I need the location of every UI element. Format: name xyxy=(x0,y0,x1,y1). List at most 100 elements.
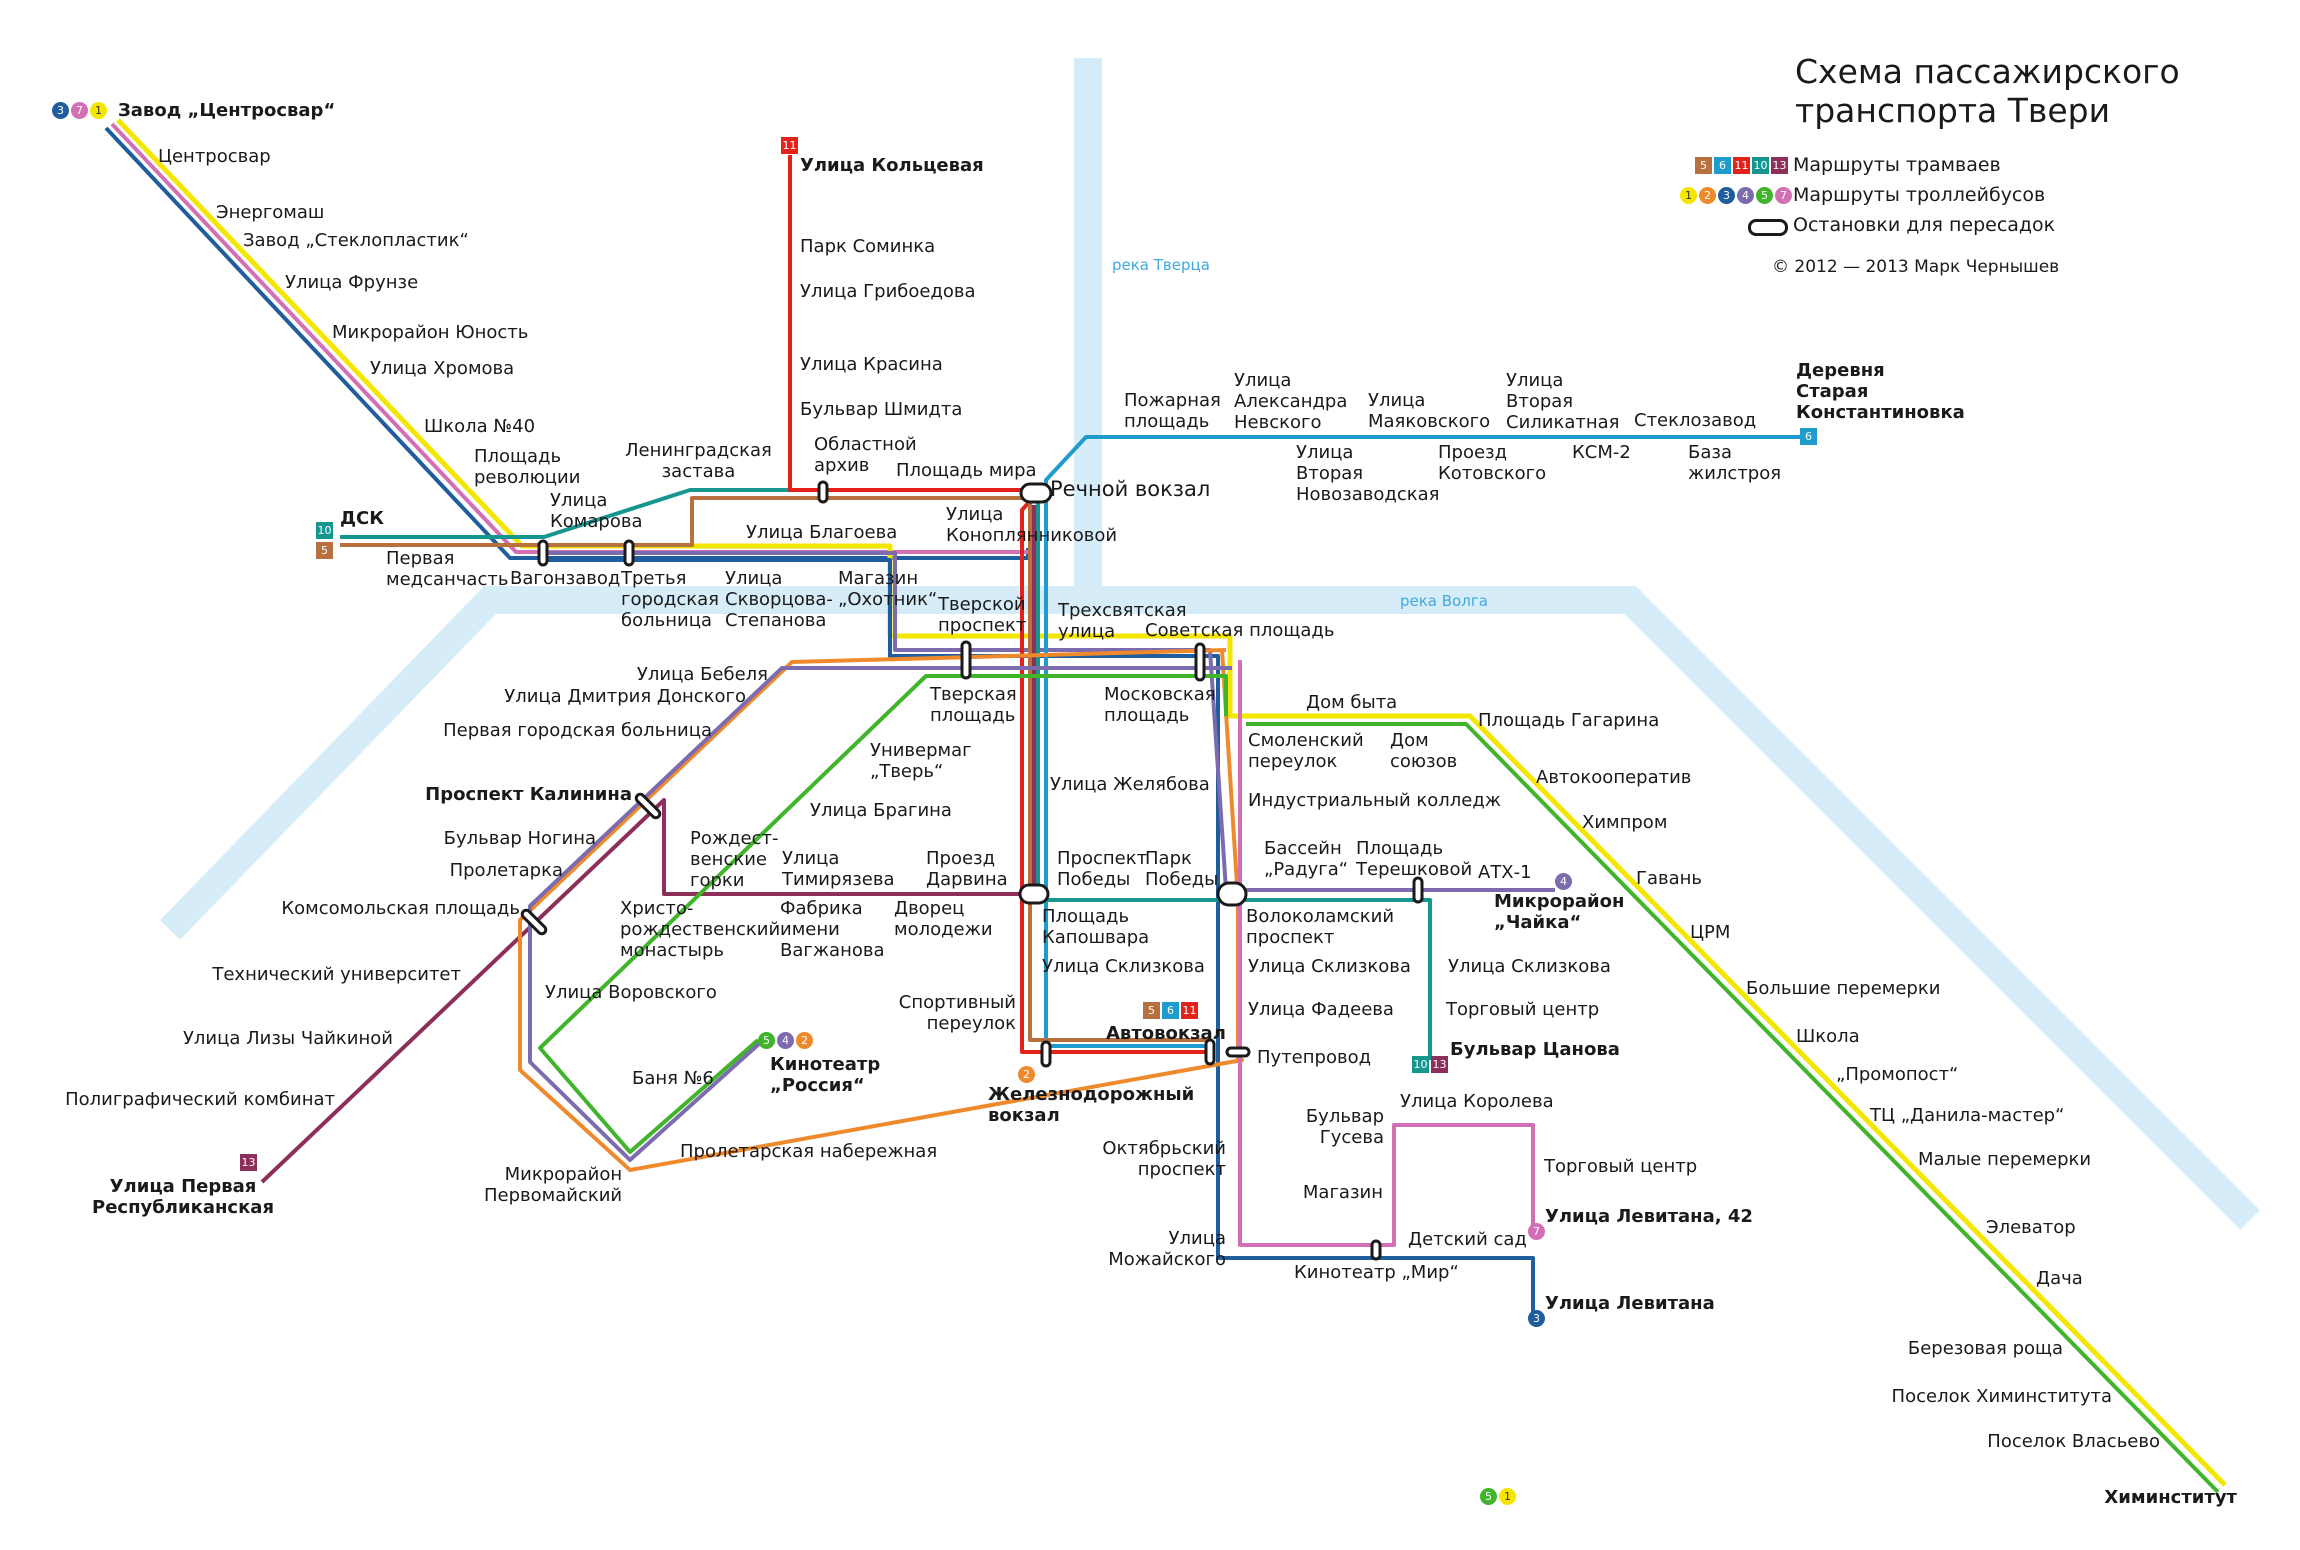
stop-promopost: „Промопост“ xyxy=(1836,1064,1959,1085)
transfer-puteprovod[interactable] xyxy=(1204,1038,1216,1066)
transfer-komarova[interactable] xyxy=(623,539,635,567)
stop-kotovskogo: Проезд Котовского xyxy=(1438,442,1547,484)
stop-ohotnik: Магазин „Охотник“ xyxy=(838,568,938,610)
stop-magazin: Магазин xyxy=(1302,1182,1383,1203)
transfer-vagonzavod[interactable] xyxy=(537,539,549,567)
stop-torg-center2: Торговый центр xyxy=(1544,1156,1698,1177)
stop-vagonzavod: Вагонзавод xyxy=(510,568,621,589)
legend-tram-11: 11 xyxy=(1733,157,1750,174)
stop-mozhaiskogo: Улица Можайского xyxy=(1108,1228,1226,1270)
stop-shkola: Школа xyxy=(1796,1026,1860,1047)
stop-elevator: Элеватор xyxy=(1986,1217,2076,1238)
badge-7: 7 xyxy=(1528,1223,1545,1240)
transfer-rechnoi-vokzal[interactable] xyxy=(1019,482,1053,504)
stop-park-pobedy: Парк Победы xyxy=(1145,848,1219,890)
stop-baza: База жилстроя xyxy=(1688,442,1782,484)
stop-kino-rossiya: Кинотеатр „Россия“ xyxy=(770,1054,881,1096)
stop-komarova: Улица Комарова xyxy=(550,490,643,532)
stop-dom-byta: Дом быта xyxy=(1306,692,1398,713)
stop-rozhd: Рождест- венские горки xyxy=(690,828,779,891)
stop-univermag: Универмаг „Тверь“ xyxy=(870,740,972,782)
transfer-tereshkovoy[interactable] xyxy=(1412,876,1424,904)
legend-tram-13: 13 xyxy=(1771,157,1788,174)
stop-vorovskogo: Улица Воровского xyxy=(545,982,717,1003)
transfer-tversk-prosp[interactable] xyxy=(960,640,972,680)
transfer-kino-mir[interactable] xyxy=(1370,1239,1382,1261)
stop-levitana: Улица Левитана xyxy=(1545,1293,1715,1314)
route-trol-4 xyxy=(548,551,1555,892)
stop-smolensky: Смоленский переулок xyxy=(1248,730,1364,772)
stop-avtokoop: Автокооператив xyxy=(1536,767,1692,788)
transfer-moskovskaya[interactable] xyxy=(1194,642,1206,682)
stop-oktyabrsky: Октябрьский проспект xyxy=(1102,1138,1226,1180)
transfer-komsomol[interactable] xyxy=(520,908,548,936)
stop-koltsevaya: Улица Кольцевая xyxy=(800,155,984,176)
stop-b-peremerki: Большие перемерки xyxy=(1746,978,1941,999)
legend-tram-10: 10 xyxy=(1752,157,1769,174)
stop-gavan: Гавань xyxy=(1636,868,1703,889)
route-trol-7b xyxy=(1238,660,1535,1247)
stop-pozharnaya: Пожарная площадь xyxy=(1124,390,1221,432)
badge-13: 13 xyxy=(1431,1056,1448,1073)
map-title: Схема пассажирского транспорта Твери xyxy=(1795,52,2180,130)
transfer-puteprovod-2[interactable] xyxy=(1225,1046,1251,1058)
stop-konoplyan: Улица Коноплянниковой xyxy=(946,504,1118,546)
badge-6: 6 xyxy=(1162,1002,1179,1019)
stop-berez: Березовая роща xyxy=(1907,1338,2063,1359)
stop-timiryazeva: Улица Тимирязева xyxy=(782,848,895,890)
stop-skvortsova: Улица Скворцова- Степанова xyxy=(725,568,833,631)
stop-steklozavod: Стеклозавод xyxy=(1634,410,1757,431)
route-tram-5b xyxy=(1028,498,1208,1042)
legend-tram-6: 6 xyxy=(1714,157,1731,174)
stop-basseyn: Бассейн „Радуга“ xyxy=(1264,838,1349,880)
legend-trol-7: 7 xyxy=(1775,187,1792,204)
transfer-obl-arhiv[interactable] xyxy=(817,480,829,504)
stop-vlasevo: Поселок Власьево xyxy=(1987,1431,2160,1452)
badge-5: 5 xyxy=(1143,1002,1160,1019)
legend-trol-5: 5 xyxy=(1756,187,1773,204)
stop-moskovskaya: Московская площадь xyxy=(1104,684,1216,726)
badge-koltsevaya: 11 xyxy=(781,137,798,154)
badge-4: 4 xyxy=(1555,873,1572,890)
legend-trol-1: 1 xyxy=(1680,187,1697,204)
badge-chaika: 4 xyxy=(1555,873,1572,890)
badge-6: 6 xyxy=(1800,428,1817,445)
stop-chaikinoi: Улица Лизы Чайкиной xyxy=(182,1028,393,1049)
rivers xyxy=(159,58,2260,1230)
badge-1: 1 xyxy=(90,102,107,119)
stop-atx1: АТХ-1 xyxy=(1478,862,1532,883)
badge-5: 5 xyxy=(316,542,333,559)
stop-himinst: Химинститут xyxy=(2104,1487,2237,1508)
stop-bebelya: Улица Бебеля xyxy=(636,664,768,685)
stop-m-peremerki: Малые перемерки xyxy=(1918,1149,2092,1170)
route-trol-3b xyxy=(548,558,1535,1320)
transfer-prosp-kalinina[interactable] xyxy=(634,792,662,820)
transfer-avtovokzal[interactable] xyxy=(1040,1040,1052,1068)
stop-blagoeva: Улица Благоева xyxy=(746,522,898,543)
badge-1: 1 xyxy=(1499,1488,1516,1505)
stop-hromova: Улица Хромова xyxy=(370,358,515,379)
transfer-volokolamsky[interactable] xyxy=(1216,881,1248,907)
badge-7: 7 xyxy=(71,102,88,119)
stop-sklizkova1: Улица Склизкова xyxy=(1042,956,1205,977)
stop-zhd-vokzal: Железнодорожный вокзал xyxy=(988,1084,1195,1126)
badge-3: 3 xyxy=(1528,1310,1545,1327)
stop-det-sad: Детский сад xyxy=(1408,1229,1527,1250)
stop-silikatnaya: Улица Вторая Силикатная xyxy=(1506,370,1620,433)
legend-tram-5: 5 xyxy=(1695,157,1712,174)
route-tram-6 xyxy=(1044,435,1800,1048)
stop-pl-mira: Площадь мира xyxy=(896,460,1037,481)
transfer-prosp-pobedy[interactable] xyxy=(1018,883,1050,905)
badge-5: 5 xyxy=(758,1032,775,1049)
stop-sovetskaya: Советская площадь xyxy=(1145,620,1335,641)
badge-5: 5 xyxy=(1480,1488,1497,1505)
badge-konst: 6 xyxy=(1800,428,1817,445)
stop-crm: ЦРМ xyxy=(1690,922,1731,943)
badge-2: 2 xyxy=(796,1032,813,1049)
stop-griboedova: Улица Грибоедова xyxy=(800,281,976,302)
